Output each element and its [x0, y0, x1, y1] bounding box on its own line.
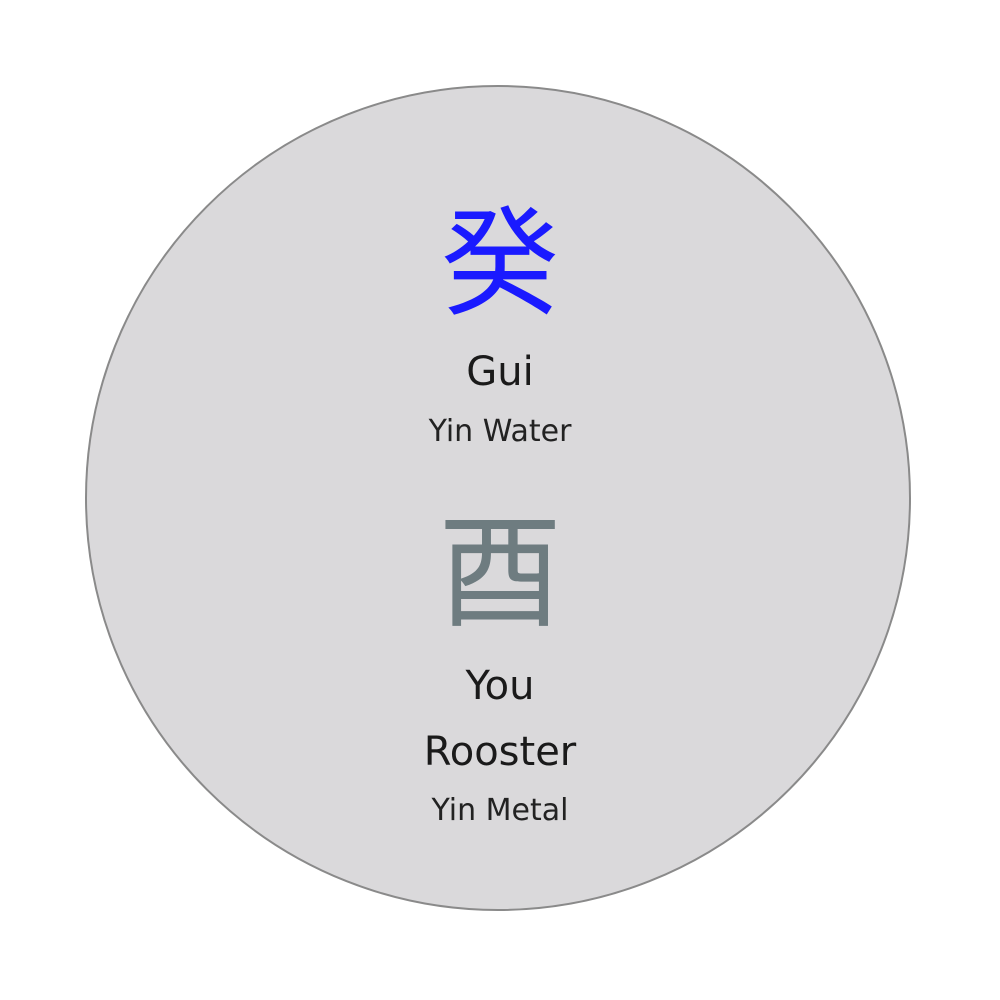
earthly-branch-name: You	[465, 663, 535, 709]
earthly-branch-character: 酉	[437, 502, 562, 646]
earthly-branch-animal: Rooster	[423, 729, 577, 775]
heavenly-stem-character: 癸	[440, 195, 559, 333]
heavenly-stem-element: Yin Water	[428, 414, 572, 449]
heavenly-stem-name: Gui	[466, 349, 534, 395]
earthly-branch-element: Yin Metal	[431, 793, 569, 828]
circle-background	[85, 85, 911, 911]
